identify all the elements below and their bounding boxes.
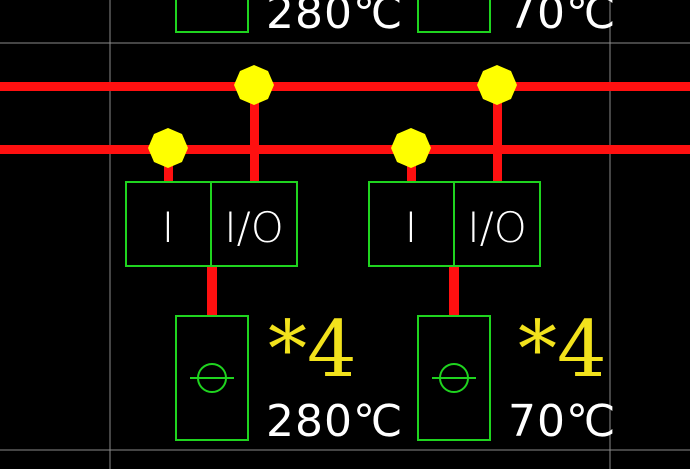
unit-2-drop-device: [449, 266, 459, 316]
top-right-temperature: 70℃: [508, 0, 616, 39]
top-right-box: [417, 0, 491, 33]
unit-2-drop-io: [493, 87, 502, 182]
unit-2-quantity: *4: [518, 305, 607, 395]
unit-1-input-label: I: [162, 203, 174, 252]
unit-1-drop-device: [207, 266, 217, 316]
sensor-circle-icon: [432, 363, 476, 393]
unit-2-device-box: [417, 315, 491, 441]
unit-1-io-label: I/O: [224, 203, 284, 252]
unit-2-junction-upper: [477, 65, 517, 105]
unit-1-junction-lower: [148, 128, 188, 168]
pipes: [0, 82, 690, 154]
pipe-upper: [0, 82, 690, 91]
top-left-box: [175, 0, 249, 33]
unit-1-junction-upper: [234, 65, 274, 105]
sensor-circle-icon: [190, 363, 234, 393]
unit-2-junction-lower: [391, 128, 431, 168]
unit-2: I I/O *4 70℃: [368, 65, 616, 447]
unit-1-device-box: [175, 315, 249, 441]
unit-1-quantity: *4: [268, 305, 357, 395]
unit-2-io-label: I/O: [467, 203, 527, 252]
unit-2-temperature: 70℃: [508, 396, 616, 447]
unit-1-drop-io: [250, 87, 259, 182]
unit-1: I I/O *4 280℃: [125, 65, 403, 447]
top-left-temperature: 280℃: [266, 0, 403, 39]
pipe-lower: [0, 145, 690, 154]
unit-2-input-label: I: [405, 203, 417, 252]
top-partial-row: 280℃ 70℃: [175, 0, 616, 39]
unit-1-temperature: 280℃: [266, 396, 403, 447]
